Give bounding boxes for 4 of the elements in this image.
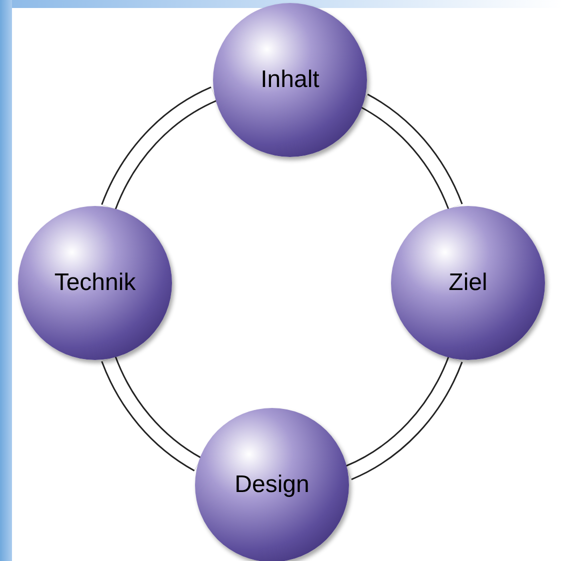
node-label: Technik [54, 268, 136, 298]
node-label: Inhalt [260, 65, 320, 95]
node-label: Ziel [448, 268, 488, 298]
node-label: Design [234, 470, 310, 500]
